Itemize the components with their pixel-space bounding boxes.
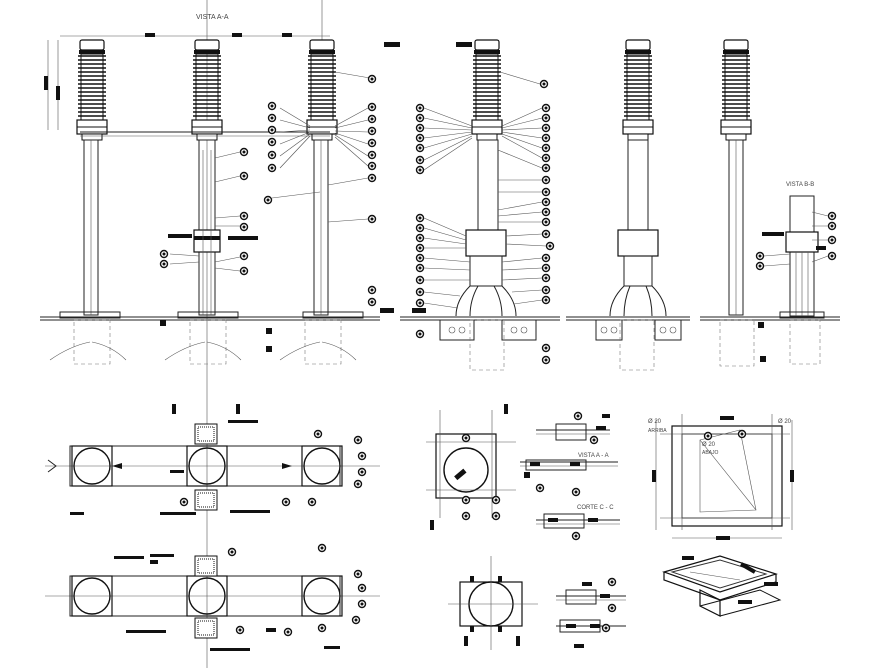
elevation-right-front	[566, 39, 690, 371]
insulator-column-3	[306, 39, 338, 316]
insulator-column-1	[76, 39, 108, 316]
callouts-center-elevation	[415, 71, 555, 365]
detail-frame-isometric	[662, 555, 782, 617]
detail-vista-aa: VISTA A - A	[520, 411, 618, 497]
plan-view-1	[45, 404, 380, 515]
left-callout-column	[415, 103, 473, 339]
arriba-label: ARRIBA	[648, 428, 667, 434]
detail-corte-cc: CORTE C - C	[536, 505, 626, 648]
phi20-mid-label: Ø 20	[702, 442, 716, 448]
plan-view-2	[45, 543, 380, 651]
corte-cc-title: CORTE C - C	[577, 505, 614, 511]
detail-steel-frame: Ø 20 ARRIBA Ø 20 Ø 20 ABAJO	[648, 414, 794, 540]
elevation-right-side: VISTA B-B	[700, 39, 840, 367]
phi20-left-label: Ø 20	[648, 419, 662, 425]
vista-aa-detail-title: VISTA A - A	[578, 453, 609, 459]
vista-aa-title: VISTA A-A	[196, 14, 229, 21]
vista-bb-title: VISTA B-B	[786, 182, 814, 188]
elevation-center	[400, 39, 560, 371]
detail-plate-plan	[448, 556, 538, 650]
phi20-right-label: Ø 20	[778, 419, 792, 425]
callouts-left-elevation	[159, 42, 400, 352]
insulator-column-2	[191, 39, 223, 316]
detail-plate-section	[426, 404, 516, 530]
right-callout-column	[497, 103, 555, 365]
elevation-vista-aa: VISTA A-A	[40, 0, 400, 668]
